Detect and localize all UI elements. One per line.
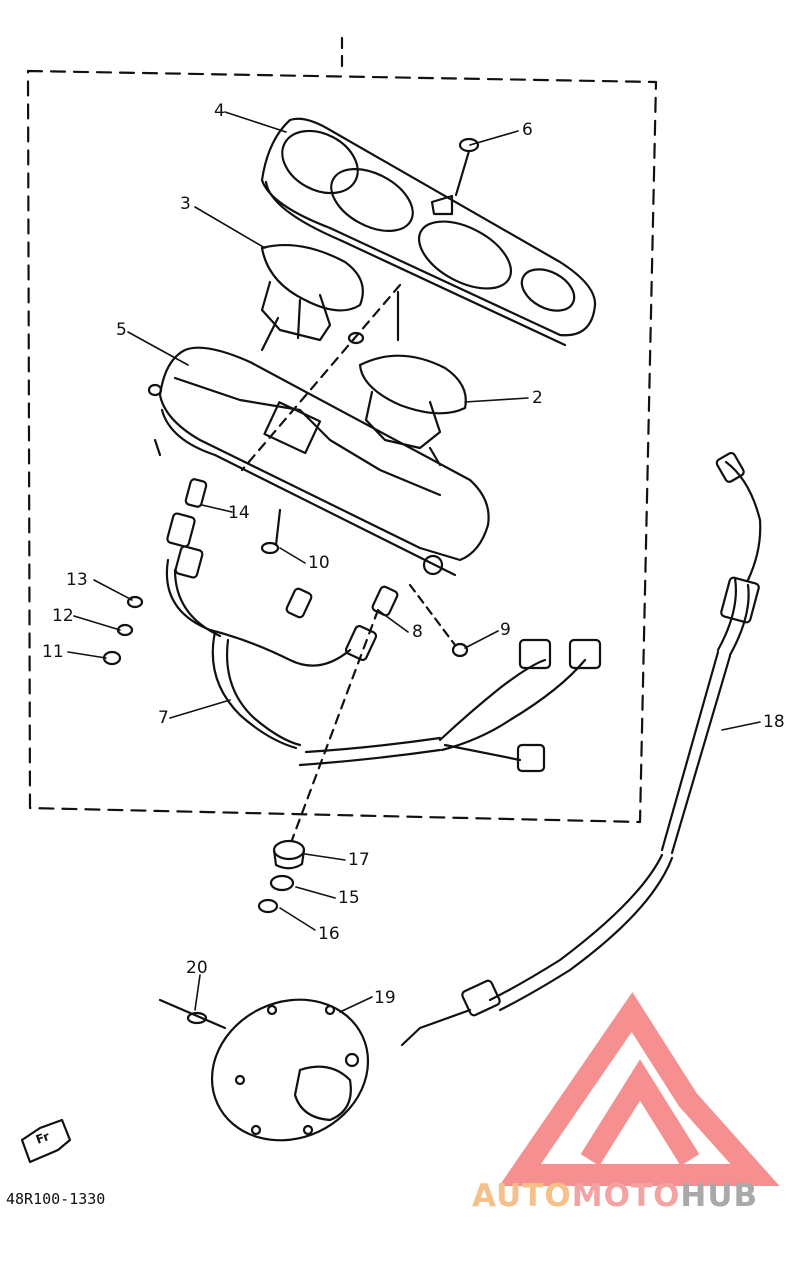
grommet-17: [272, 839, 306, 870]
assembly-boundary: [26, 69, 658, 824]
callout-19: 19: [374, 988, 396, 1008]
speedometer-gear-unit: [210, 998, 370, 1142]
part-code: 48R100-1330: [6, 1190, 106, 1208]
washer-16: [257, 898, 279, 914]
callout-8: 8: [412, 622, 423, 642]
brand-moto: MOTO: [571, 1178, 681, 1214]
callout-14: 14: [228, 503, 250, 523]
front-direction-marker: [20, 1118, 72, 1164]
automotohub-logo-icon: [499, 992, 780, 1186]
callout-17: 17: [348, 850, 370, 870]
callout-13: 13: [66, 570, 88, 590]
callout-16: 16: [318, 924, 340, 944]
meter-case: [147, 346, 490, 577]
bolt-10: [260, 508, 282, 555]
washer-20: [158, 998, 227, 1030]
screw-6: [430, 137, 480, 216]
bulb-sockets: [166, 478, 399, 662]
washer-13: [126, 595, 144, 609]
callout-7: 7: [158, 708, 169, 728]
callout-11: 11: [42, 642, 64, 662]
speedometer-unit: [347, 290, 467, 467]
callout-20: 20: [186, 958, 208, 978]
tachometer-unit: [260, 243, 364, 352]
wire-harness: [165, 558, 602, 773]
watermark-brand: AUTOMOTOHUB: [472, 1178, 758, 1214]
nut-9: [451, 642, 469, 658]
callout-10: 10: [308, 553, 330, 573]
callout-6: 6: [522, 120, 533, 140]
speedometer-cable: [400, 451, 762, 1047]
callout-15: 15: [338, 888, 360, 908]
meter-cover: [260, 117, 597, 347]
callout-5: 5: [116, 320, 127, 340]
callout-9: 9: [500, 620, 511, 640]
callout-2: 2: [532, 388, 543, 408]
brand-auto: AUTO: [472, 1178, 572, 1214]
washer-15: [269, 874, 295, 892]
callout-18: 18: [763, 712, 785, 732]
callout-4: 4: [214, 101, 225, 121]
callout-12: 12: [52, 606, 74, 626]
callout-3: 3: [180, 194, 191, 214]
brand-hub: HUB: [680, 1178, 759, 1214]
